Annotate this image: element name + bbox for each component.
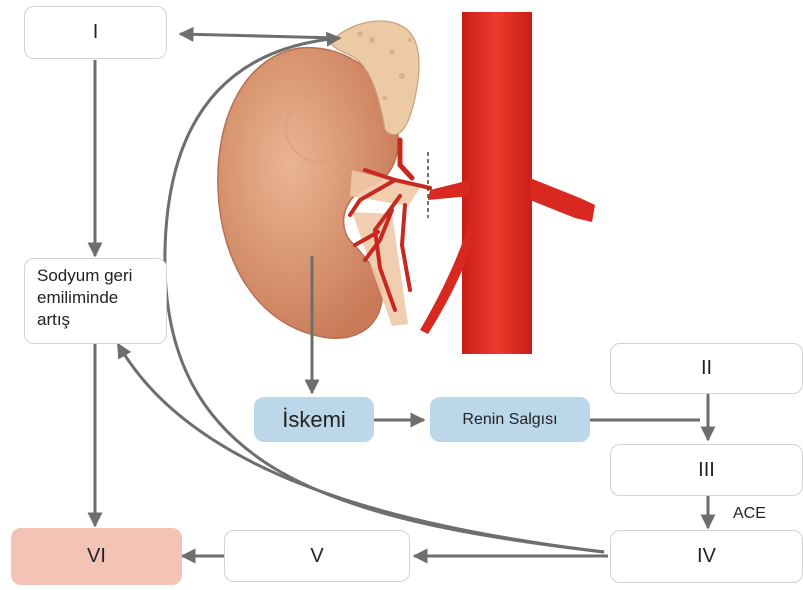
renin-secretion-label: Renin Salgısı <box>462 411 557 429</box>
ace-label: ACE <box>733 505 766 523</box>
box-IV: IV <box>610 530 803 583</box>
arrow-adrenal-to-I <box>180 34 338 38</box>
sodium-reabsorption-box: Sodyum geri emiliminde artış <box>24 258 167 344</box>
box-III: III <box>610 444 803 496</box>
aorta-shape <box>420 12 595 354</box>
box-I: I <box>24 6 167 59</box>
box-V: V <box>224 530 410 582</box>
box-I-label: I <box>93 21 99 44</box>
box-II-label: II <box>701 357 712 380</box>
ischemia-box: İskemi <box>254 397 374 442</box>
box-VI-label: VI <box>87 545 106 568</box>
box-VI: VI <box>11 528 182 585</box>
renin-secretion-box: Renin Salgısı <box>430 397 590 442</box>
ischemia-label: İskemi <box>282 407 346 433</box>
sodium-reabsorption-label: Sodyum geri emiliminde artış <box>37 265 132 331</box>
box-V-label: V <box>310 545 323 568</box>
box-III-label: III <box>698 459 715 482</box>
box-II: II <box>610 343 803 394</box>
arrow-IV-to-sodium <box>118 344 604 552</box>
box-IV-label: IV <box>697 545 716 568</box>
